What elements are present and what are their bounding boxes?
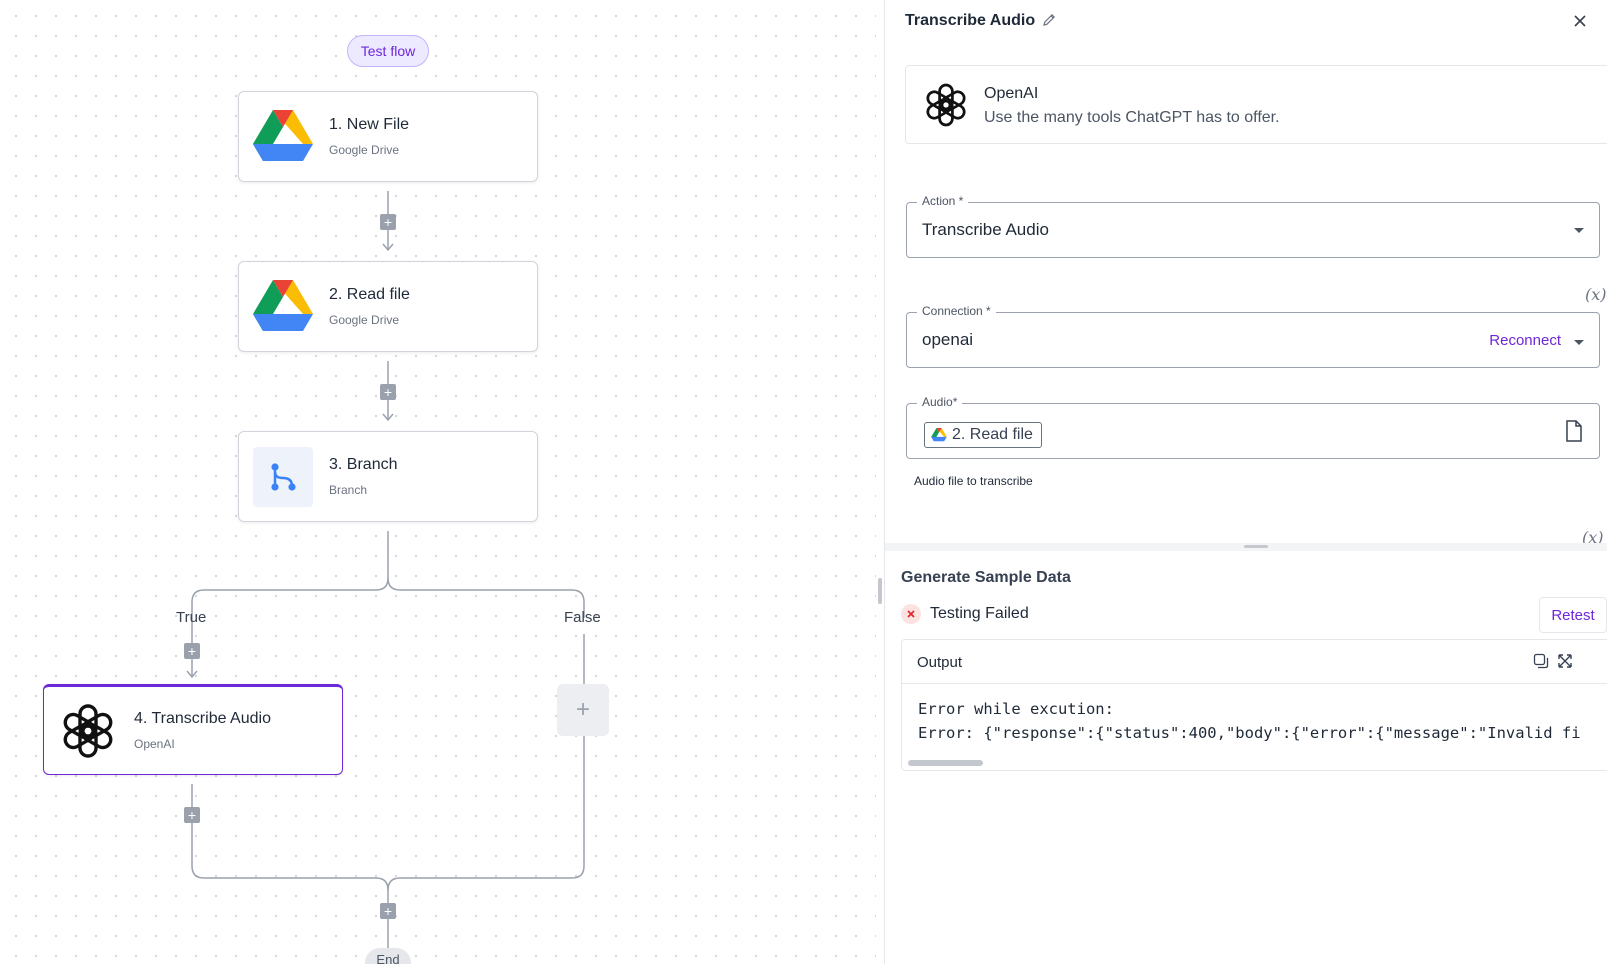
- step-subtitle: Google Drive: [329, 313, 400, 327]
- chevron-down-icon: [1574, 340, 1584, 345]
- add-step-button[interactable]: +: [380, 384, 396, 400]
- pencil-icon[interactable]: [1041, 12, 1057, 28]
- action-select[interactable]: Action * Transcribe Audio: [906, 194, 1600, 258]
- output-box: Output Error while excution: Error: {"re…: [901, 639, 1607, 771]
- flow-connectors: [186, 191, 585, 948]
- step-branch[interactable]: 3. Branch Branch: [238, 431, 538, 522]
- add-step-button[interactable]: +: [380, 214, 396, 230]
- output-header: Output: [902, 640, 1607, 684]
- step-subtitle: Google Drive: [329, 143, 400, 157]
- copy-icon[interactable]: [1533, 653, 1549, 669]
- step-new-file[interactable]: 1. New File Google Drive: [238, 91, 538, 182]
- status-text: Testing Failed: [930, 605, 1029, 622]
- connection-select[interactable]: Connection * openai Reconnect: [906, 304, 1600, 368]
- branch-true-label: True: [176, 609, 207, 626]
- sample-data-title: Generate Sample Data: [901, 569, 1071, 586]
- add-step-button[interactable]: +: [184, 643, 200, 659]
- step-title: 1. New File: [329, 116, 410, 133]
- expand-icon[interactable]: [1557, 653, 1573, 669]
- step-title: 4. Transcribe Audio: [134, 710, 271, 727]
- reconnect-button[interactable]: Reconnect: [1489, 332, 1561, 349]
- google-drive-icon: [253, 277, 313, 337]
- step-read-file[interactable]: 2. Read file Google Drive: [238, 261, 538, 352]
- horizontal-scrollbar[interactable]: [908, 760, 983, 766]
- connection-label: Connection *: [917, 304, 996, 318]
- step-subtitle: OpenAI: [134, 737, 175, 751]
- output-content: Error while excution: Error: {"response"…: [918, 697, 1581, 745]
- audio-chip-label: 2. Read file: [952, 426, 1033, 443]
- section-splitter: [885, 543, 1607, 551]
- google-drive-icon: [253, 107, 313, 167]
- google-drive-icon: [931, 428, 947, 442]
- connection-value: openai: [922, 330, 974, 349]
- step-title: 2. Read file: [329, 286, 410, 303]
- branch-icon: [253, 446, 313, 507]
- add-step-button[interactable]: +: [184, 807, 200, 823]
- audio-reference-chip[interactable]: 2. Read file: [924, 422, 1042, 448]
- action-label: Action *: [917, 194, 969, 208]
- splitter-grip[interactable]: [1244, 545, 1268, 548]
- action-value: Transcribe Audio: [922, 220, 1049, 239]
- step-title: 3. Branch: [329, 456, 398, 473]
- piece-description: Use the many tools ChatGPT has to offer.: [984, 109, 1280, 126]
- openai-icon: [926, 83, 966, 127]
- panel-resize-handle[interactable]: [878, 578, 882, 604]
- step-transcribe-audio[interactable]: 4. Transcribe Audio OpenAI: [43, 684, 343, 775]
- step-settings-panel: Transcribe Audio OpenAI Use the many too…: [884, 0, 1607, 964]
- add-step-button[interactable]: +: [380, 903, 396, 919]
- file-icon[interactable]: [1565, 420, 1583, 442]
- panel-title: Transcribe Audio: [905, 12, 1036, 29]
- output-line: Error while excution:: [918, 700, 1114, 718]
- audio-helper-text: Audio file to transcribe: [914, 474, 1033, 488]
- piece-card: OpenAI Use the many tools ChatGPT has to…: [905, 65, 1607, 144]
- false-branch-add-button[interactable]: +: [557, 684, 609, 736]
- openai-icon: [58, 701, 118, 761]
- audio-field[interactable]: Audio* 2. Read file: [906, 395, 1600, 459]
- output-label: Output: [917, 654, 963, 671]
- piece-name: OpenAI: [984, 85, 1039, 102]
- flow-canvas[interactable]: Test flow 1. New File Google Drive +: [0, 0, 876, 964]
- close-icon[interactable]: [1571, 12, 1589, 30]
- retest-button[interactable]: Retest: [1539, 597, 1607, 633]
- branch-false-label: False: [564, 609, 601, 626]
- error-icon: [901, 604, 921, 624]
- test-status: Testing Failed: [901, 604, 1029, 624]
- output-line: Error: {"response":{"status":400,"body":…: [918, 724, 1581, 742]
- end-node: End: [365, 948, 411, 964]
- dynamic-value-toggle[interactable]: (x): [1582, 528, 1604, 547]
- dynamic-value-toggle[interactable]: (x): [1585, 285, 1607, 304]
- chevron-down-icon: [1574, 228, 1584, 233]
- test-flow-button[interactable]: Test flow: [347, 35, 429, 67]
- audio-label: Audio*: [917, 395, 963, 409]
- step-subtitle: Branch: [329, 483, 368, 497]
